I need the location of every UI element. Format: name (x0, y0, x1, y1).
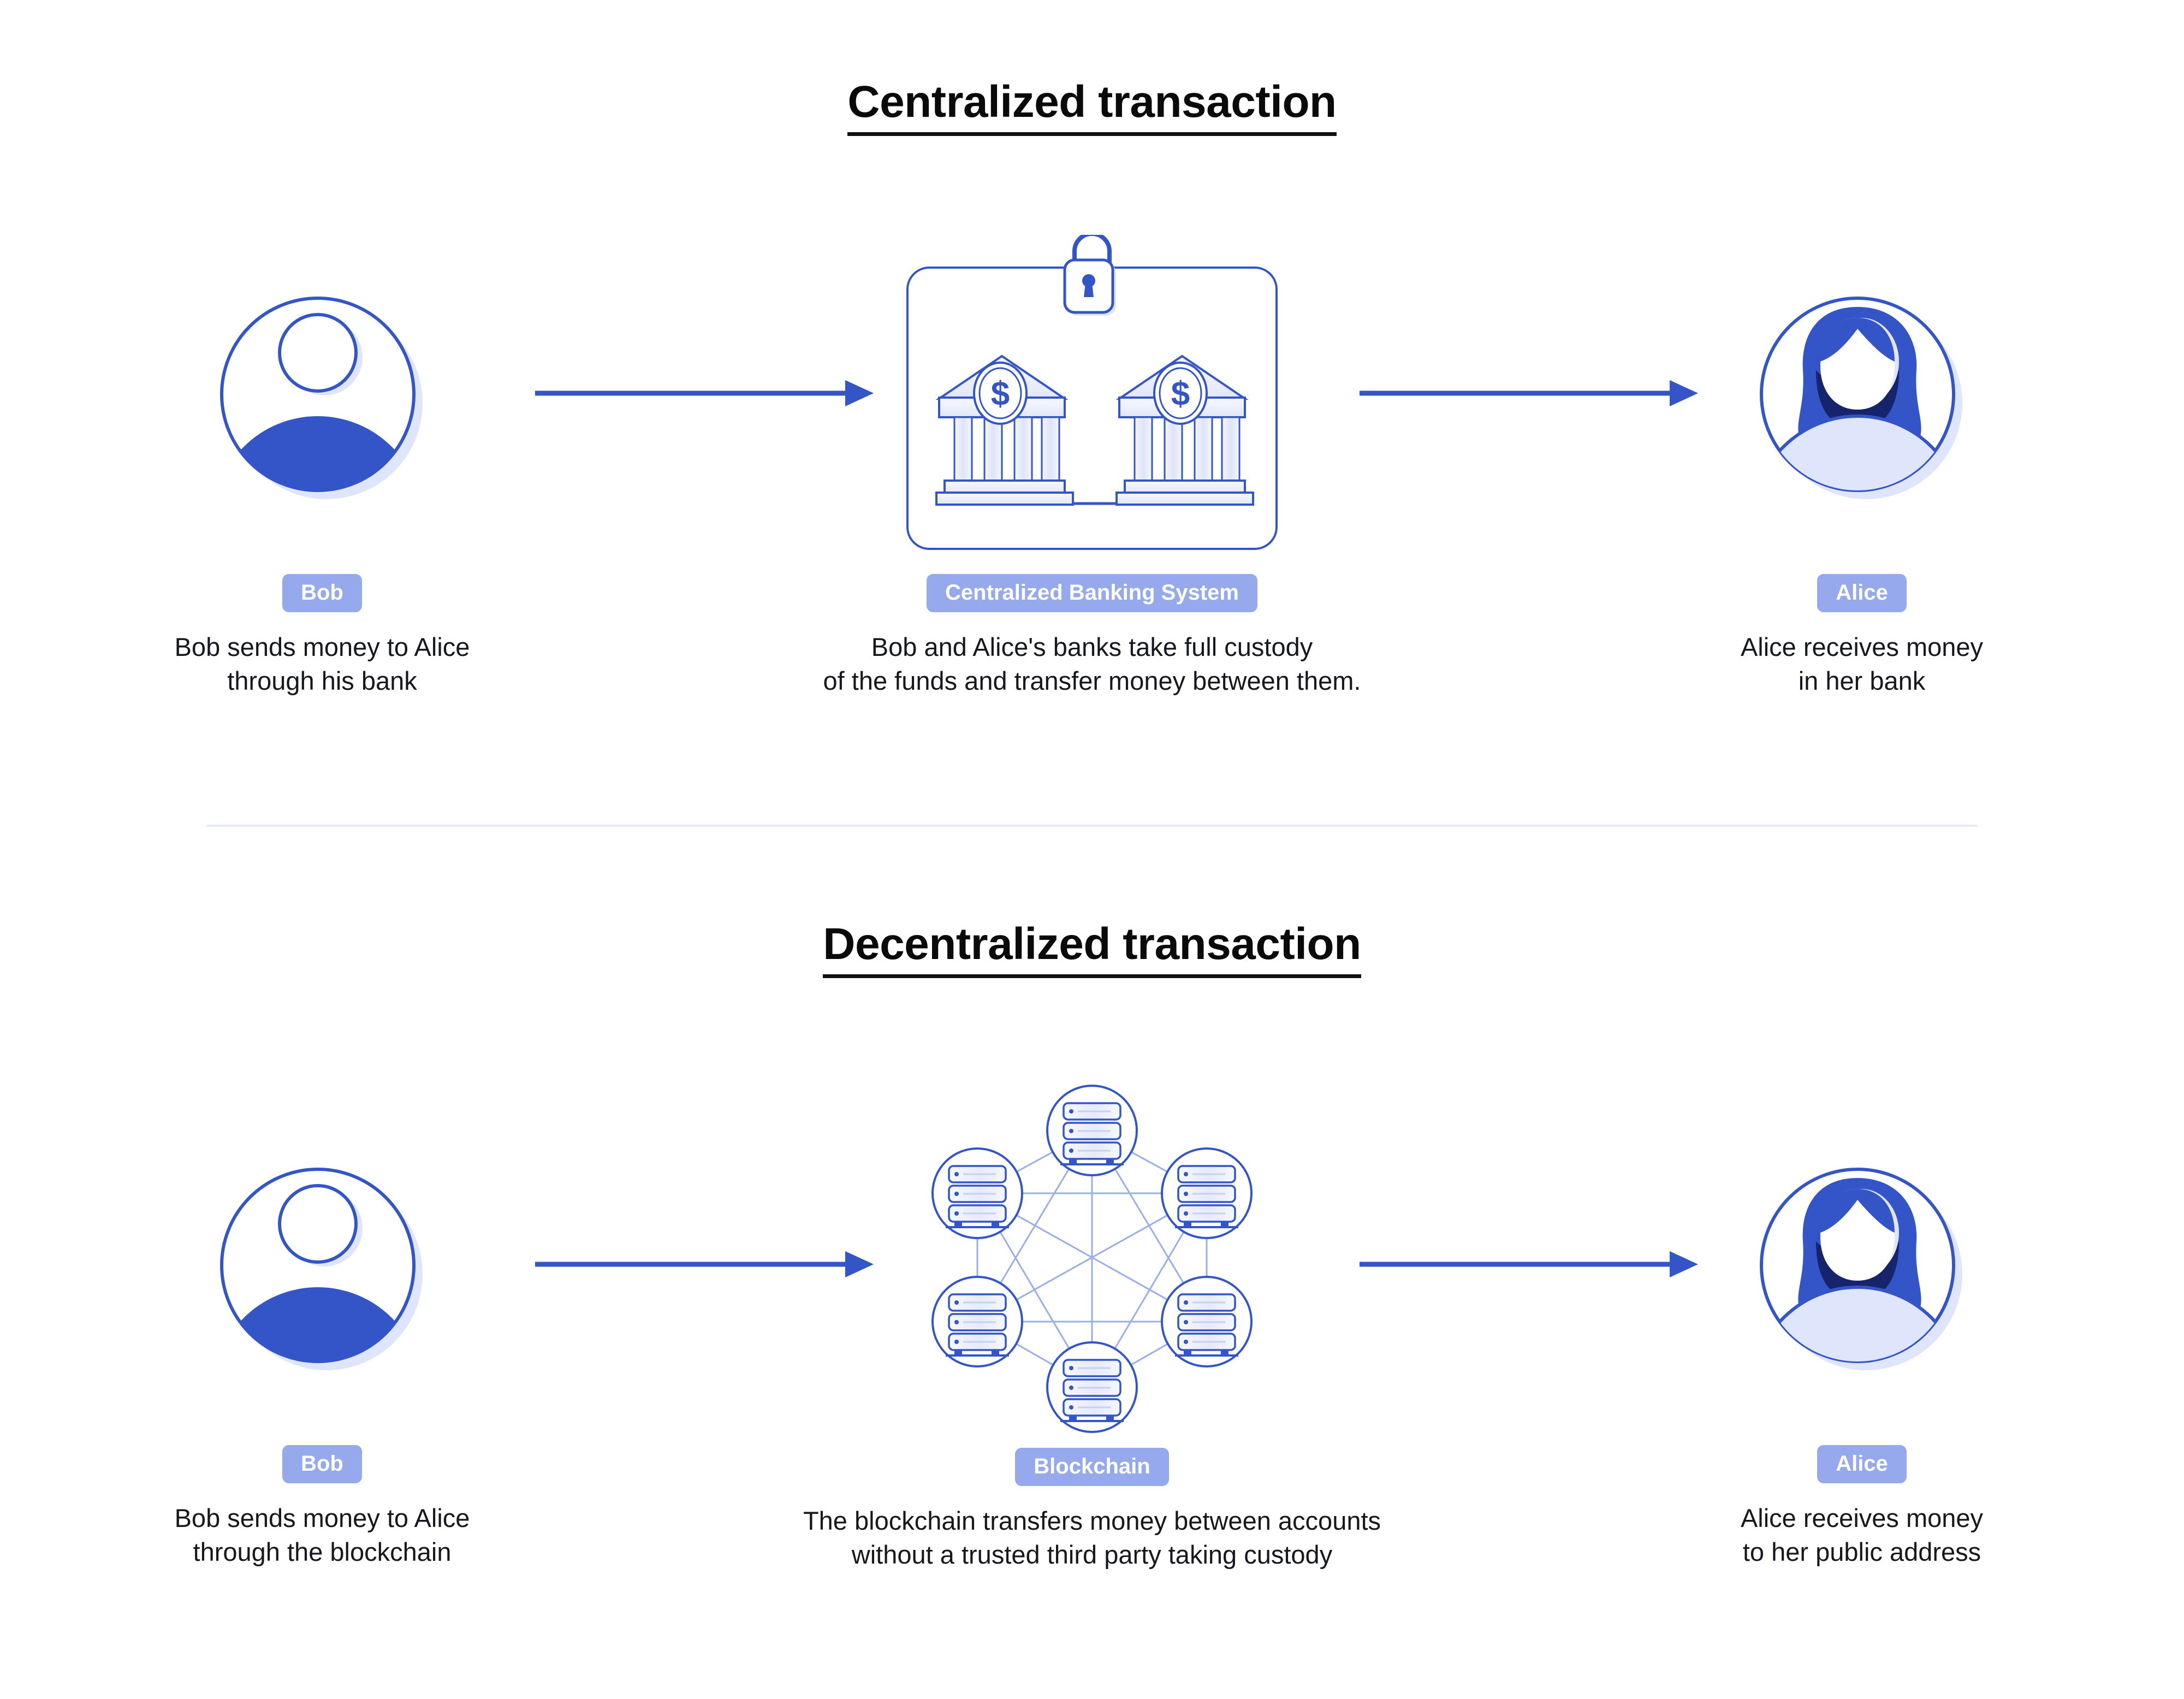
badge-row-alice-2: Alice (1589, 1439, 2135, 1489)
section-decentralized: Decentralized transaction Bob Bob sends … (0, 819, 2184, 1638)
bank-building-icon: $ (935, 354, 1074, 506)
node-server-icon (931, 1147, 1023, 1239)
badge-row-alice: Alice (1589, 568, 2135, 618)
lock-icon (1063, 235, 1116, 316)
badge-alice: Alice (1817, 574, 1907, 612)
svg-text:$: $ (991, 375, 1010, 413)
badge-bob-2: Bob (282, 1445, 362, 1483)
svg-text:$: $ (1171, 375, 1190, 413)
step-banking-system: $ $ Centralized Bank (781, 229, 1403, 698)
step-alice-decentralized: Alice Alice receives money to her public… (1589, 1100, 2135, 1569)
node-server-icon (931, 1276, 1023, 1368)
node-server-icon (1046, 1341, 1138, 1433)
badge-blockchain: Blockchain (1015, 1448, 1169, 1486)
badge-row-banking-system: Centralized Banking System (781, 568, 1403, 618)
arrow-blockchain-to-alice (1360, 1248, 1698, 1283)
section-title-centralized: Centralized transaction (0, 76, 2184, 136)
section-title-decentralized: Decentralized transaction (0, 919, 2184, 978)
alice-avatar-art-2 (1589, 1100, 2135, 1439)
badge-centralized-banking-system: Centralized Banking System (927, 574, 1257, 612)
section-divider (206, 825, 1978, 827)
caption-bob-decentralized: Bob sends money to Alice through the blo… (174, 1503, 470, 1567)
arrow-bob-to-bank (535, 377, 874, 412)
step-bob-decentralized: Bob Bob sends money to Alice through the… (49, 1100, 595, 1569)
badge-row-bob-2: Bob (49, 1439, 595, 1489)
arrow-bank-to-alice (1360, 377, 1698, 412)
caption-alice-centralized: Alice receives money in her bank (1740, 632, 1984, 696)
badge-bob: Bob (282, 574, 362, 612)
centralized-bank-art: $ $ (781, 229, 1403, 568)
user-avatar-male-icon (220, 297, 423, 499)
user-avatar-female-icon (1760, 1168, 1962, 1370)
section-centralized: Centralized transaction Bob (0, 0, 2184, 827)
badge-alice-2: Alice (1817, 1445, 1907, 1483)
node-server-icon (1161, 1147, 1253, 1239)
user-avatar-female-icon (1760, 297, 1962, 499)
node-server-icon (1046, 1085, 1138, 1176)
bob-avatar-art (49, 229, 595, 568)
caption-alice-decentralized: Alice receives money to her public addre… (1740, 1503, 1984, 1567)
bank-building-icon: $ (1115, 354, 1254, 506)
caption-banking-system: Bob and Alice's banks take full custody … (823, 632, 1361, 696)
badge-row-blockchain: Blockchain (781, 1442, 1403, 1492)
section-title-decentralized-text: Decentralized transaction (823, 922, 1361, 978)
caption-blockchain: The blockchain transfers money between a… (803, 1506, 1381, 1570)
bob-avatar-art-2 (49, 1100, 595, 1439)
step-bob-centralized: Bob Bob sends money to Alice through his… (49, 229, 595, 698)
step-alice-centralized: Alice Alice receives money in her bank (1589, 229, 2135, 698)
locked-banks-icon: $ $ (906, 235, 1278, 550)
badge-row-bob: Bob (49, 568, 595, 618)
blockchain-node-network-icon (931, 1085, 1253, 1433)
caption-bob-centralized: Bob sends money to Alice through his ban… (174, 632, 470, 696)
user-avatar-male-icon (220, 1168, 423, 1370)
arrow-bob-to-blockchain (535, 1248, 874, 1283)
section-title-centralized-text: Centralized transaction (847, 80, 1337, 136)
blockchain-network-art (781, 1081, 1403, 1442)
alice-avatar-art (1589, 229, 2135, 568)
node-server-icon (1161, 1276, 1253, 1368)
step-blockchain: Blockchain The blockchain transfers mone… (781, 1081, 1403, 1572)
